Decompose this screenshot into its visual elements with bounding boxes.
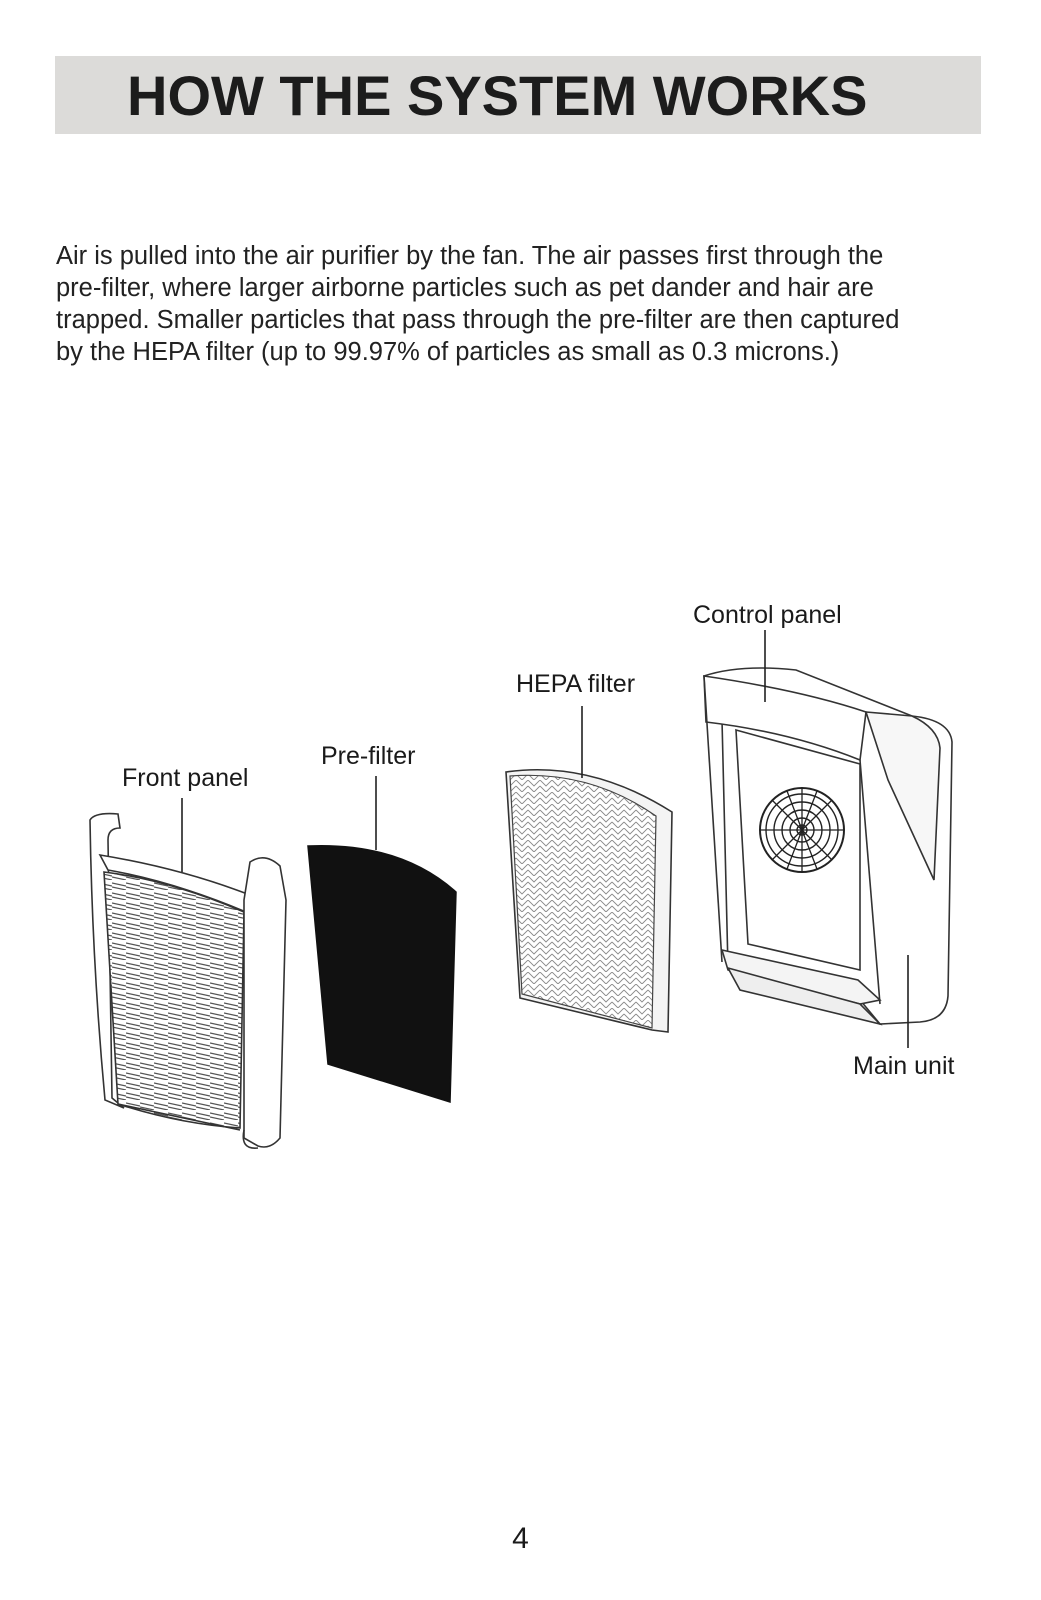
intro-line: Air is pulled into the air purifier by t…: [56, 242, 884, 270]
control-panel-label: Control panel: [693, 601, 842, 629]
fan-guard-illustration: [759, 787, 845, 873]
front-panel-illustration: [89, 812, 287, 1149]
page-number: 4: [512, 1522, 529, 1555]
front-panel-label: Front panel: [122, 764, 249, 792]
intro-line: trapped. Smaller particles that pass thr…: [56, 306, 900, 334]
page-title: HOW THE SYSTEM WORKS: [127, 64, 868, 127]
pre-filter-label: Pre-filter: [321, 742, 416, 770]
leader-lines: [181, 630, 909, 1048]
main-unit-label: Main unit: [853, 1052, 955, 1080]
hepa-filter-illustration: [505, 768, 673, 1033]
intro-paragraph: Air is pulled into the air purifier by t…: [56, 240, 996, 368]
intro-line: pre-filter, where larger airborne partic…: [56, 274, 874, 302]
intro-line: by the HEPA filter (up to 99.97% of part…: [56, 338, 840, 366]
pre-filter-illustration: [307, 844, 457, 1104]
hepa-filter-label: HEPA filter: [516, 670, 636, 698]
main-unit-illustration: [702, 667, 953, 1026]
title-bar: HOW THE SYSTEM WORKS: [55, 56, 981, 134]
